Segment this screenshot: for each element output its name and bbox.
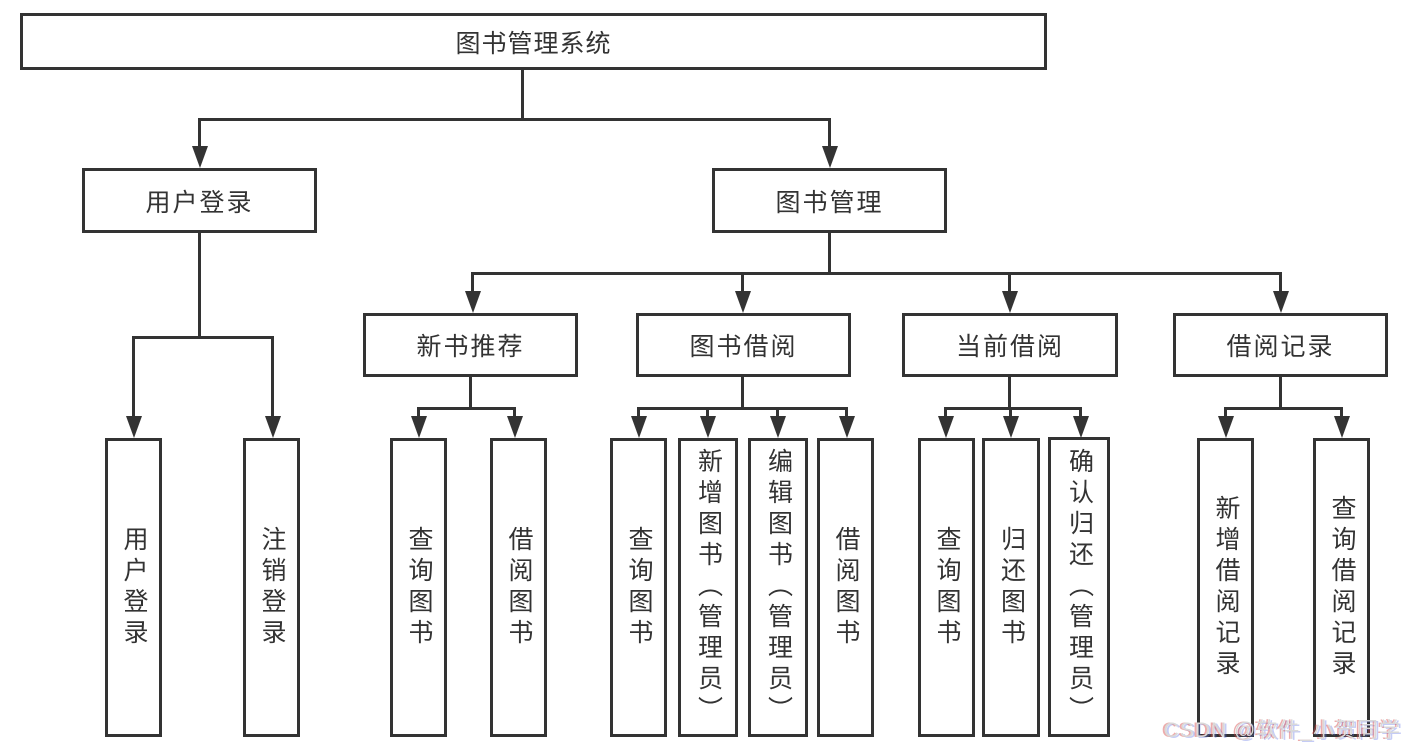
connector-line bbox=[198, 118, 201, 147]
node-root-label: 图书管理系统 bbox=[455, 29, 612, 58]
connector-line bbox=[706, 407, 709, 417]
leaf-newbooks-borrow-label: 借阅图书 bbox=[505, 525, 533, 650]
node-new-books: 新书推荐 bbox=[363, 313, 578, 377]
arrow-down-icon bbox=[631, 416, 647, 438]
leaf-newbooks-query: 查询图书 bbox=[390, 438, 447, 737]
connector-line bbox=[1340, 407, 1343, 417]
leaf-borrow-add-label: 新增图书（管理员） bbox=[694, 448, 723, 727]
arrow-down-icon bbox=[1218, 416, 1234, 438]
arrow-down-icon bbox=[1073, 416, 1089, 438]
node-user-login-label: 用户登录 bbox=[145, 188, 254, 217]
connector-line bbox=[1224, 407, 1343, 410]
csdn-watermark: CSDN @软件_小贺同学 bbox=[1163, 719, 1401, 742]
connector-line bbox=[1079, 407, 1082, 417]
arrow-down-icon bbox=[1273, 291, 1289, 313]
connector-line bbox=[469, 377, 472, 407]
leaf-logout-label: 注销登录 bbox=[258, 525, 286, 650]
connector-line bbox=[471, 272, 474, 292]
arrow-down-icon bbox=[1003, 416, 1019, 438]
leaf-newbooks-query-label: 查询图书 bbox=[405, 525, 433, 650]
arrow-down-icon bbox=[465, 291, 481, 313]
leaf-user-login-label: 用户登录 bbox=[120, 525, 148, 650]
arrow-down-icon bbox=[126, 416, 142, 438]
leaf-records-add-label: 新增借阅记录 bbox=[1212, 494, 1240, 681]
arrow-down-icon bbox=[192, 146, 208, 168]
connector-line bbox=[944, 407, 1082, 410]
connector-line bbox=[1279, 272, 1282, 292]
connector-line bbox=[198, 233, 201, 336]
arrow-down-icon bbox=[938, 416, 954, 438]
connector-line bbox=[132, 336, 274, 339]
node-book-management: 图书管理 bbox=[712, 168, 947, 233]
connector-line bbox=[637, 407, 848, 410]
arrow-down-icon bbox=[839, 416, 855, 438]
leaf-current-confirm: 确认归还（管理员） bbox=[1048, 437, 1110, 737]
arrow-down-icon bbox=[735, 291, 751, 313]
leaf-borrow-query: 查询图书 bbox=[610, 438, 667, 737]
connector-line bbox=[828, 233, 831, 272]
leaf-borrow-add: 新增图书（管理员） bbox=[678, 438, 738, 737]
node-book-management-label: 图书管理 bbox=[775, 188, 884, 217]
arrow-down-icon bbox=[1334, 416, 1350, 438]
leaf-borrow-borrow: 借阅图书 bbox=[817, 438, 874, 737]
connector-line bbox=[1008, 272, 1011, 292]
connector-line bbox=[271, 336, 274, 417]
node-root: 图书管理系统 bbox=[20, 13, 1047, 70]
connector-line bbox=[417, 407, 516, 410]
leaf-records-add: 新增借阅记录 bbox=[1197, 438, 1254, 737]
connector-line bbox=[1224, 407, 1227, 417]
node-current-borrow: 当前借阅 bbox=[902, 313, 1118, 377]
leaf-newbooks-borrow: 借阅图书 bbox=[490, 438, 547, 737]
leaf-current-return: 归还图书 bbox=[982, 438, 1040, 737]
arrow-down-icon bbox=[411, 416, 427, 438]
connector-line bbox=[513, 407, 516, 417]
node-book-borrow-label: 图书借阅 bbox=[689, 333, 798, 361]
connector-line bbox=[1009, 407, 1012, 417]
arrow-down-icon bbox=[265, 416, 281, 438]
leaf-current-return-label: 归还图书 bbox=[997, 525, 1026, 650]
arrow-down-icon bbox=[770, 416, 786, 438]
node-user-login: 用户登录 bbox=[82, 168, 317, 233]
leaf-current-query: 查询图书 bbox=[918, 438, 975, 737]
leaf-records-query-label: 查询借阅记录 bbox=[1328, 494, 1356, 681]
connector-line bbox=[828, 118, 831, 147]
arrow-down-icon bbox=[822, 146, 838, 168]
arrow-down-icon bbox=[507, 416, 523, 438]
node-borrow-records: 借阅记录 bbox=[1173, 313, 1388, 377]
arrow-down-icon bbox=[700, 416, 716, 438]
node-borrow-records-label: 借阅记录 bbox=[1226, 333, 1335, 361]
connector-line bbox=[845, 407, 848, 417]
leaf-borrow-query-label: 查询图书 bbox=[625, 525, 653, 650]
connector-line bbox=[1279, 377, 1282, 407]
leaf-borrow-edit-label: 编辑图书（管理员） bbox=[764, 448, 793, 727]
connector-line bbox=[741, 272, 744, 292]
leaf-records-query: 查询借阅记录 bbox=[1313, 438, 1370, 737]
arrow-down-icon bbox=[1002, 291, 1018, 313]
leaf-current-query-label: 查询图书 bbox=[933, 525, 961, 650]
node-current-borrow-label: 当前借阅 bbox=[955, 333, 1064, 361]
connector-line bbox=[1008, 377, 1011, 407]
node-new-books-label: 新书推荐 bbox=[416, 333, 525, 361]
connector-line bbox=[521, 70, 524, 118]
connector-line bbox=[198, 118, 831, 121]
connector-line bbox=[417, 407, 420, 417]
leaf-current-confirm-label: 确认归还（管理员） bbox=[1065, 447, 1094, 727]
connector-line bbox=[776, 407, 779, 417]
connector-line bbox=[132, 336, 135, 417]
connector-line bbox=[944, 407, 947, 417]
leaf-borrow-borrow-label: 借阅图书 bbox=[832, 525, 860, 650]
leaf-user-login: 用户登录 bbox=[105, 438, 162, 737]
connector-line bbox=[471, 272, 1282, 275]
leaf-logout: 注销登录 bbox=[243, 438, 300, 737]
leaf-borrow-edit: 编辑图书（管理员） bbox=[748, 438, 808, 737]
connector-line bbox=[741, 377, 744, 407]
connector-line bbox=[637, 407, 640, 417]
node-book-borrow: 图书借阅 bbox=[636, 313, 851, 377]
